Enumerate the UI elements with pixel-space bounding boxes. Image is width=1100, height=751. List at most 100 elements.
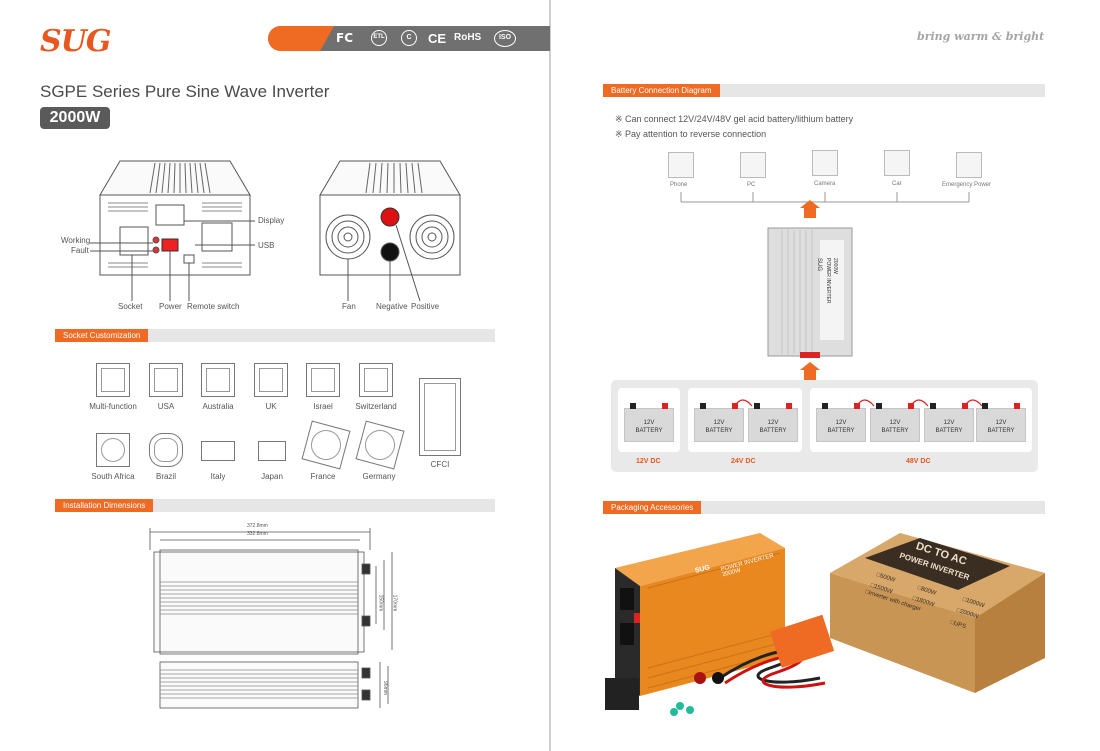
inner-length-label: 332.8mm [247,531,268,537]
battery-section-header: Battery Connection Diagram [603,84,1045,97]
config-48v-label: 48V DC [906,458,931,465]
south-africa-socket-icon [96,433,130,467]
inverter-line1-label: POWER INVERTER [825,258,831,304]
battery-text: BATTERY [827,428,855,434]
working-label: Working [61,236,91,245]
config-12v-label: 12V DC [636,458,661,465]
pc-icon [740,152,766,178]
outer-length-label: 372.8mm [247,523,268,529]
cfci-socket-icon [419,378,461,456]
socket-name: Australia [202,402,234,411]
battery-series-wires [734,399,983,407]
inverter-line2-label: 2000W [832,258,838,274]
battery-icon: 12V BATTERY [816,403,866,442]
brand-logo: SUG [40,24,111,59]
socket-section-header: Socket Customization [55,329,495,342]
phone-icon [668,152,694,178]
ce-cert-icon: CE [428,31,447,46]
battery-note-2: ※ Pay attention to reverse connection [615,129,767,139]
front-panel-drawing [90,160,255,301]
battery-icon: 12V BATTERY [748,403,798,442]
etl-cert-icon: ETL [371,30,387,46]
socket-name: CFCI [430,460,450,469]
socket-name: Germany [362,472,396,481]
depth-label: 96mm [381,681,388,695]
power-badge: 2000W [40,107,110,129]
battery-volt: 12V [889,420,901,426]
battery-text: BATTERY [635,428,663,434]
battery-icon: 12V BATTERY [924,403,974,442]
socket-name: Italy [210,472,226,481]
battery-text: BATTERY [987,428,1015,434]
battery-text: BATTERY [935,428,963,434]
car-icon [884,150,910,176]
australia-socket-icon [201,363,235,397]
socket-name: South Africa [91,472,135,481]
socket-name: UK [265,402,277,411]
device-label: Car [892,181,902,187]
installation-section-header: Installation Dimensions [55,499,495,512]
dimension-drawing [149,528,393,709]
back-panel-drawing [319,160,461,302]
multi-function-socket-icon [96,363,130,397]
device-label: Camera [814,181,836,187]
battery-icon: 12V BATTERY [694,403,744,442]
socket-section-title: Socket Customization [55,329,149,342]
packaging-section-title: Packaging Accessories [603,501,702,514]
usa-socket-icon [149,363,183,397]
brand-tagline: bring warm & bright [917,30,1045,43]
battery-volt: 12V [943,420,955,426]
socket-name: USA [157,402,175,411]
battery-volt: 12V [835,420,847,426]
negative-label: Negative [376,302,408,311]
fc-cert-icon: FC [336,31,354,45]
japan-socket-icon [258,441,286,461]
brazil-socket-icon [149,433,183,467]
battery-section-title: Battery Connection Diagram [603,84,720,97]
emergency-power-icon [956,152,982,178]
battery-volt: 12V [643,420,655,426]
c-cert-icon: C [401,30,417,46]
inverter-brand-label: SUG [816,258,822,272]
fault-label: Fault [71,246,89,255]
remote-switch-label: Remote switch [187,302,240,311]
fan-label: Fan [342,302,356,311]
battery-volt: 12V [713,420,725,426]
iso-cert-icon: ISO [494,30,516,47]
battery-note-1: ※ Can connect 12V/24V/48V gel acid batte… [615,114,854,124]
series-title: SGPE Series Pure Sine Wave Inverter [40,82,330,101]
config-24v-label: 24V DC [731,458,756,465]
uk-socket-icon [254,363,288,397]
socket-name: Brazil [155,472,176,481]
battery-volt: 12V [995,420,1007,426]
device-label: PC [747,182,756,188]
height-outer-label: 170mm [391,594,398,612]
switzerland-socket-icon [359,363,393,397]
cert-bar-accent [268,26,334,51]
packaging-photo [605,533,1045,716]
usb-label: USB [258,241,275,250]
camera-icon [812,150,838,176]
device-label: Phone [670,182,688,188]
socket-name: Switzerland [355,402,397,411]
display-label: Display [258,216,285,225]
rohs-cert-icon: RoHS [454,32,482,43]
page-spine [549,0,551,751]
battery-volt: 12V [767,420,779,426]
socket-label: Socket [118,302,143,311]
positive-label: Positive [411,302,440,311]
battery-icon: 12V BATTERY [870,403,920,442]
height-inner-label: 150mm [377,594,384,612]
socket-name: Multi-function [89,402,137,411]
battery-icon: 12V BATTERY [976,403,1026,442]
device-label: Emergency Power [942,182,992,188]
battery-text: BATTERY [759,428,787,434]
power-label: Power [159,302,182,311]
certification-bar: FC ETL C CE RoHS ISO [268,26,550,51]
battery-text: BATTERY [705,428,733,434]
italy-socket-icon [201,441,235,461]
battery-icon: 12V BATTERY [624,403,674,442]
battery-text: BATTERY [881,428,909,434]
packaging-section-header: Packaging Accessories [603,501,1045,514]
installation-section-title: Installation Dimensions [55,499,154,512]
